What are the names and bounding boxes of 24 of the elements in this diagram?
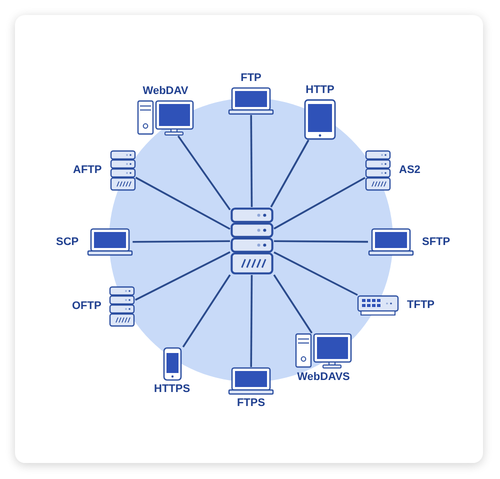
connector-line bbox=[182, 274, 231, 348]
connector-line bbox=[274, 240, 368, 243]
protocol-label: WebDAV bbox=[142, 85, 188, 98]
protocol-label: HTTP bbox=[306, 84, 334, 97]
connector-line bbox=[135, 176, 230, 230]
connector-line bbox=[250, 275, 253, 367]
protocol-label: SCP bbox=[56, 236, 79, 248]
protocol-label: AS2 bbox=[399, 164, 420, 177]
connector-line bbox=[134, 251, 230, 301]
connector-line bbox=[270, 140, 310, 208]
protocol-label: TFTP bbox=[407, 299, 434, 312]
protocol-label: FTPS bbox=[236, 397, 266, 410]
protocol-label: OFTP bbox=[72, 300, 102, 313]
connector-line bbox=[274, 251, 358, 296]
protocol-label: FTP bbox=[240, 72, 262, 85]
connector-line bbox=[250, 115, 253, 207]
connector-line bbox=[132, 240, 230, 243]
protocol-label: WebDAVS bbox=[297, 371, 350, 384]
connector-line bbox=[177, 135, 231, 210]
protocol-label: SFTP bbox=[422, 236, 450, 248]
protocol-label: HTTPS bbox=[154, 383, 190, 396]
connector-line bbox=[274, 176, 366, 230]
connector-line bbox=[273, 274, 313, 334]
protocol-label: AFTP bbox=[73, 164, 102, 177]
